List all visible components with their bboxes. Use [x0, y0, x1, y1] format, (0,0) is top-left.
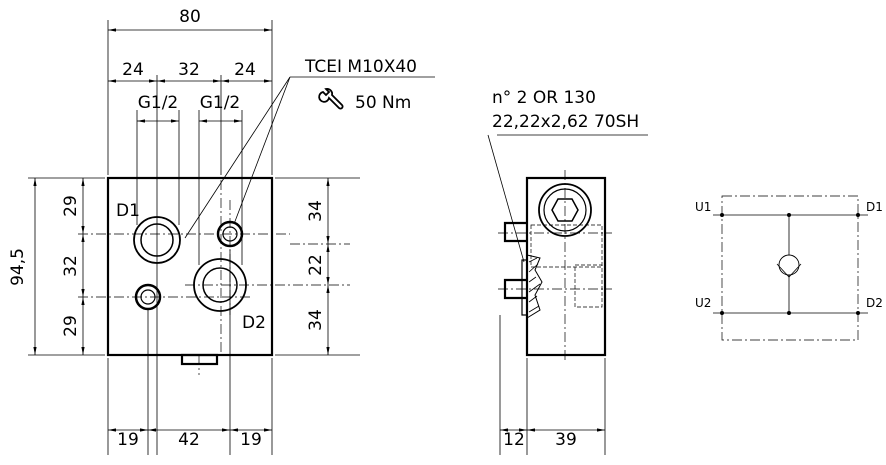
section-cutaway	[526, 254, 543, 319]
port-d1-hole	[133, 216, 181, 264]
dim-height: 94,5	[8, 248, 28, 286]
o-ring	[521, 259, 528, 316]
label-u2: U2	[695, 296, 711, 310]
port-size-left: G1/2	[138, 93, 179, 113]
oring-spec-line2: 22,22x2,62 70SH	[492, 112, 639, 132]
dim-right-bottom: 34	[306, 309, 326, 331]
dim-left: 24	[122, 60, 144, 80]
dim-total-width: 80	[179, 7, 201, 27]
port-size-right: G1/2	[200, 93, 241, 113]
dim-right-top: 34	[306, 200, 326, 222]
dim-right-mid: 22	[306, 254, 326, 276]
label-u1: U1	[695, 200, 711, 214]
dim-bottom-left: 19	[117, 430, 139, 450]
port-d2-hole	[193, 258, 247, 312]
side-view: n° 2 OR 130 22,22x2,62 70SH 12 39	[487, 88, 648, 455]
dim-left-mid: 32	[61, 255, 81, 277]
dim-left-top: 29	[61, 195, 81, 217]
dim-left-bottom: 29	[61, 315, 81, 337]
dim-middle: 32	[178, 60, 200, 80]
dim-bottom-mid: 42	[178, 430, 200, 450]
bolt-hole	[134, 283, 162, 311]
dim-right: 24	[234, 60, 256, 80]
protrusion	[503, 221, 527, 243]
side-dim-right: 39	[555, 430, 577, 450]
label-d1: D1	[116, 201, 140, 221]
wrench-icon	[318, 88, 344, 110]
schematic-boundary	[721, 195, 859, 341]
oring-spec-line1: n° 2 OR 130	[492, 88, 596, 108]
label-d2: D2	[866, 296, 883, 310]
screw-label: TCEI M10X40	[304, 57, 417, 77]
bottom-plug	[180, 353, 219, 366]
check-valve-icon	[776, 254, 802, 278]
torque-label: 50 Nm	[355, 93, 411, 113]
side-dim-left: 12	[503, 430, 525, 450]
bolt-hole	[216, 220, 244, 248]
hydraulic-schematic: U1 D1 U2 D2	[695, 195, 883, 341]
label-d1: D1	[866, 200, 883, 214]
dim-bottom-right: 19	[240, 430, 262, 450]
front-view: 80 24 32 24 G1/2 G1/2 D1 D2 TCEI M10X40 …	[8, 7, 435, 455]
label-d2: D2	[242, 313, 266, 333]
